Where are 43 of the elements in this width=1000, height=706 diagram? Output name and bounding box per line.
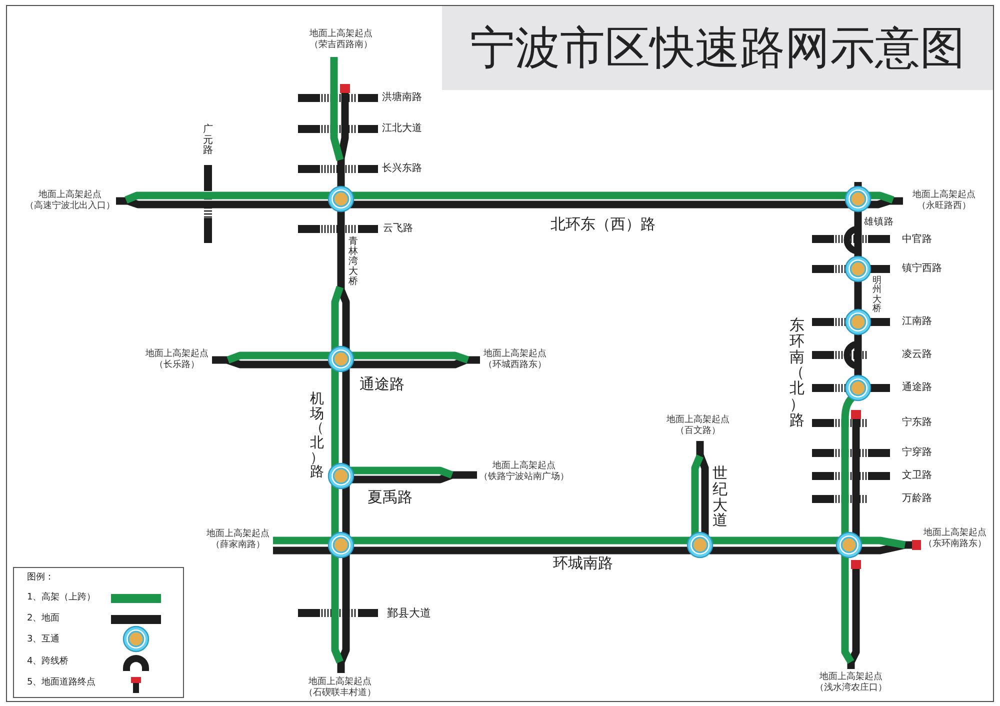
street-name: 中官路 xyxy=(902,234,932,246)
street-name: 云飞路 xyxy=(383,223,413,235)
start-point-label: 地面上高架起点（永旺路西） xyxy=(912,190,976,212)
road-name: 东环南（北）路 xyxy=(790,318,804,428)
legend-title: 图例： xyxy=(27,572,54,584)
street-name: 洪塘南路 xyxy=(382,92,422,104)
street-name: 镇宁西路 xyxy=(902,263,942,275)
start-point-label: 地面上高架起点（长乐路） xyxy=(146,349,208,371)
legend-label: 4、跨线桥 xyxy=(27,656,69,668)
street-name: 宁东路 xyxy=(902,417,932,429)
street-name: 宁穿路 xyxy=(902,447,932,459)
street-name: 长兴东路 xyxy=(382,163,422,175)
road-name: 环城南路 xyxy=(553,554,613,572)
street-name: 万龄路 xyxy=(902,493,932,505)
start-point-label: 地面上高架起点（薛家南路） xyxy=(206,529,270,551)
start-point-label: 地面上高架起点（高速宁波北出入口） xyxy=(25,190,115,212)
map-title: 宁波市区快速路网示意图 xyxy=(470,23,965,73)
road-name: 世纪大道 xyxy=(712,466,728,529)
street-name: 江北大道 xyxy=(382,123,422,135)
start-point-label: 地面上高架起点（百文路） xyxy=(666,415,730,437)
street-name: 通途路 xyxy=(902,382,932,394)
start-point-label: 地面上高架起点（东环南路东） xyxy=(924,528,986,550)
street-name: 雄镇路 xyxy=(864,216,894,228)
road-name: 机场（北）路 xyxy=(310,392,324,480)
legend-label: 1、高架（上跨） xyxy=(27,592,96,604)
start-point-label: 地面上高架起点（石碶联丰村道） xyxy=(304,677,376,699)
street-name: 江南路 xyxy=(902,316,932,328)
street-name: 广元路 xyxy=(203,125,213,156)
street-name: 凌云路 xyxy=(902,349,932,361)
start-point-label: 地面上高架起点（荣吉西路南） xyxy=(310,29,372,51)
street-name: 文卫路 xyxy=(902,470,932,482)
road-name: 北环东（西）路 xyxy=(550,215,656,233)
road-name: 夏禹路 xyxy=(368,488,412,506)
bridge-name: 青林湾大桥 xyxy=(348,237,358,287)
road-name: 通途路 xyxy=(360,375,404,393)
bridge-name: 明州大桥 xyxy=(872,277,882,315)
start-point-label: 地面上高架起点（铁路宁波站南广场） xyxy=(479,461,569,483)
legend-label: 3、互通 xyxy=(27,634,60,646)
street-name: 鄞县大道 xyxy=(387,606,431,620)
start-point-label: 地面上高架起点（浅水湾农庄口） xyxy=(815,672,887,694)
legend-label: 5、地面道路终点 xyxy=(27,678,96,688)
legend-label: 2、地面 xyxy=(27,614,60,624)
start-point-label: 地面上高架起点（环城西路东） xyxy=(484,349,546,371)
